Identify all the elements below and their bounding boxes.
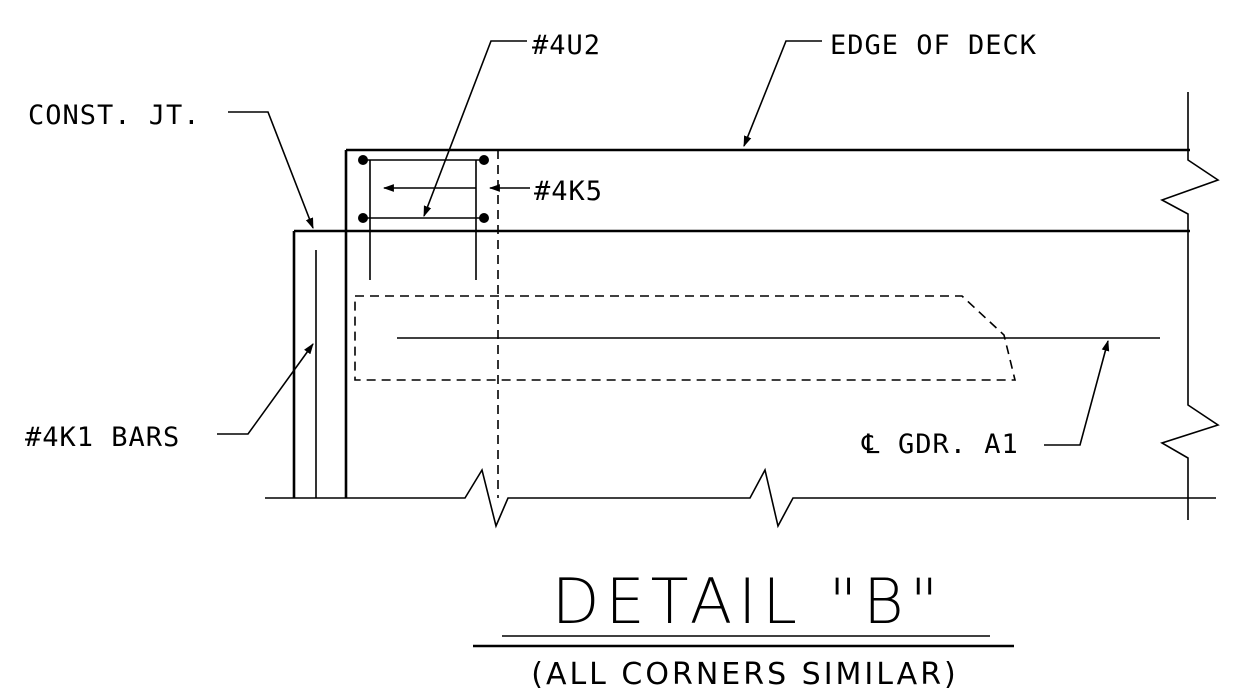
detail-subtitle: (ALL CORNERS SIMILAR) <box>531 657 959 692</box>
const-jt-label: CONST. JT. <box>28 100 201 131</box>
bar-4k1-leader <box>217 343 314 435</box>
gdr-a1-label: GDR. A1 <box>898 429 1019 460</box>
const-jt-leader <box>228 111 314 230</box>
rebar-cage <box>358 155 489 280</box>
girder-dashed-outline <box>354 295 1017 381</box>
detail-title: DETAIL "B" <box>552 565 945 638</box>
bottom-break-line <box>265 467 1216 529</box>
bar-4k5-label: #4K5 <box>534 176 603 207</box>
edge-of-deck-label: EDGE OF DECK <box>830 30 1037 61</box>
gdr-a1-leader <box>1044 339 1110 446</box>
bar-4k1-label: #4K1 BARS <box>25 422 180 453</box>
deck-outline <box>292 148 1190 498</box>
edge-of-deck-leader <box>743 40 822 148</box>
bar-4u2-leader <box>423 40 527 218</box>
bar-4u2-label: #4U2 <box>532 30 601 61</box>
centerline-symbol-icon: ℄ <box>861 429 880 460</box>
right-break-line <box>1160 92 1220 520</box>
